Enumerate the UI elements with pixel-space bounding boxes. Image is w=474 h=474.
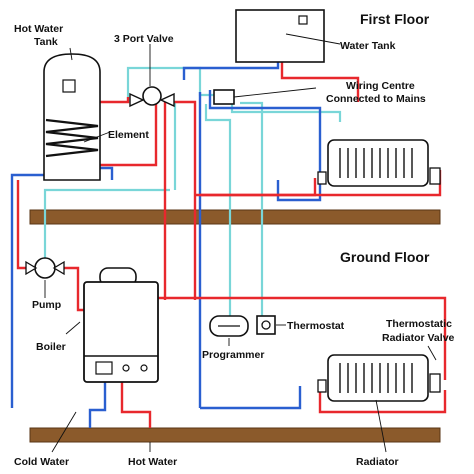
label-radiator: Radiator: [356, 456, 399, 468]
label-boiler: Boiler: [36, 341, 66, 353]
first-floor-radiator: [317, 139, 441, 187]
pump-wire: [43, 188, 170, 270]
programmer-feed-wire: [204, 104, 232, 318]
flow-to-rads: [165, 100, 197, 300]
valve-icon: [142, 86, 162, 106]
boiler-icon: [83, 281, 159, 383]
tank-cold-feed: [100, 166, 114, 180]
boiler: [83, 267, 159, 383]
programmer: [209, 315, 249, 337]
thermostat-wire: [240, 101, 264, 320]
hot-water-tank: [43, 53, 101, 181]
ground-floor-joist: [29, 427, 441, 443]
label-ground-floor: Ground Floor: [340, 249, 430, 265]
radiator-valve-left: [317, 171, 327, 185]
valve-body-right: [159, 92, 175, 108]
label-trv-2: Radiator Valve: [382, 332, 455, 344]
first-floor-joist: [29, 209, 441, 225]
control-wiring: [43, 66, 342, 320]
wiring-centre-box: [213, 89, 235, 105]
boiler-dial: [122, 364, 130, 372]
label-hot-water-tank: Hot Water: [14, 23, 63, 35]
radiator-valve-right: [429, 167, 441, 185]
tank-hot-flow: [100, 97, 130, 104]
label-wiring-centre-2: Connected to Mains: [326, 93, 426, 105]
three-port-valve: [129, 86, 175, 108]
boiler-light: [140, 364, 148, 372]
hot-water-tank-body: [43, 53, 101, 181]
water-tank: [235, 9, 325, 63]
label-first-floor: First Floor: [360, 11, 430, 27]
radiator-body: [327, 139, 429, 187]
label-hot-water: Hot Water: [128, 456, 177, 468]
label-element: Element: [108, 129, 149, 141]
first-floor-rad-flow: [195, 178, 317, 197]
boiler-cold-return: [88, 380, 107, 428]
thermostat: [256, 315, 276, 335]
pump: [25, 257, 65, 279]
pump-icon: [34, 257, 56, 279]
label-wiring-centre: Wiring Centre: [346, 80, 415, 92]
radiator-icon: [327, 354, 429, 402]
valve-body-left: [129, 92, 145, 108]
gf-radiator-valve-left: [317, 379, 327, 393]
ground-floor-radiator: [317, 354, 441, 402]
leader-lines: [44, 33, 437, 453]
water-tank-ballvalve: [298, 15, 308, 25]
radiator-return-upper: [208, 90, 322, 202]
gf-radiator-trv: [429, 373, 441, 393]
valve-wire: [126, 66, 218, 97]
label-water-tank: Water Tank: [340, 40, 396, 52]
label-hot-water-tank-2: Tank: [34, 36, 58, 48]
water-tank-body: [235, 9, 325, 63]
programmer-wire: [230, 100, 342, 122]
label-cold-water: Cold Water: [14, 456, 69, 468]
tank-thermostat-box: [62, 79, 76, 93]
pump-left-flange: [25, 260, 38, 276]
coil-element: [45, 118, 99, 158]
label-three-port-valve: 3 Port Valve: [114, 33, 174, 45]
label-thermostat: Thermostat: [287, 320, 345, 332]
radiator-return-lower: [200, 386, 302, 410]
label-pump: Pump: [32, 299, 61, 311]
label-programmer: Programmer: [202, 349, 264, 361]
boiler-flow: [120, 380, 152, 428]
pump-right-flange: [52, 260, 65, 276]
label-trv: Thermostatic: [386, 318, 452, 330]
boiler-control-panel: [95, 361, 113, 375]
hot-pipes: [16, 20, 447, 428]
gf-rad-return: [318, 380, 447, 414]
